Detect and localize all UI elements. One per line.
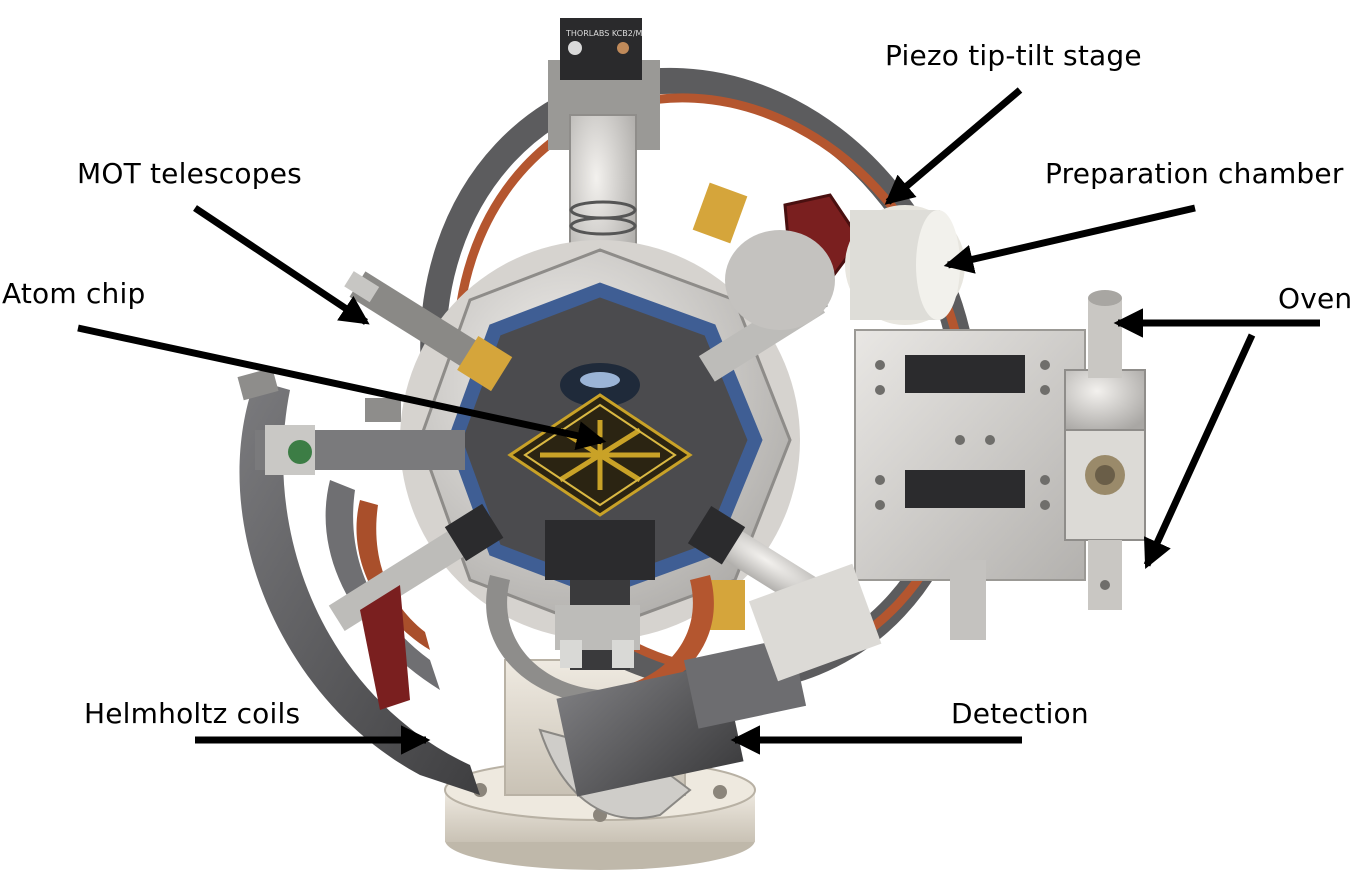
arrow-prep — [943, 204, 1196, 274]
helmholtz-coil-left — [237, 367, 480, 795]
label-preparation-chamber: Preparation chamber — [1045, 157, 1344, 190]
arrow-piezo — [884, 87, 1023, 205]
label-mot-telescopes: MOT telescopes — [77, 157, 302, 190]
side-block — [854, 329, 1086, 640]
arrow-oven-bottom — [1143, 333, 1256, 570]
atom-chip — [507, 393, 693, 517]
label-helmholtz-coils: Helmholtz coils — [84, 697, 301, 730]
brand-text: THORLABS KCB2/M — [565, 29, 643, 38]
detection-module — [538, 563, 882, 820]
annotation-arrows — [77, 87, 1320, 755]
mot-telescopes — [255, 182, 849, 632]
oven — [1064, 290, 1146, 610]
label-atom-chip: Atom chip — [2, 277, 146, 310]
label-detection: Detection — [951, 697, 1089, 730]
arrow-atom — [77, 324, 607, 451]
arrow-mot — [193, 205, 370, 325]
label-oven: Oven — [1278, 282, 1353, 315]
preparation-chamber — [725, 205, 965, 330]
label-piezo-tip-tilt-stage: Piezo tip-tilt stage — [885, 39, 1142, 72]
